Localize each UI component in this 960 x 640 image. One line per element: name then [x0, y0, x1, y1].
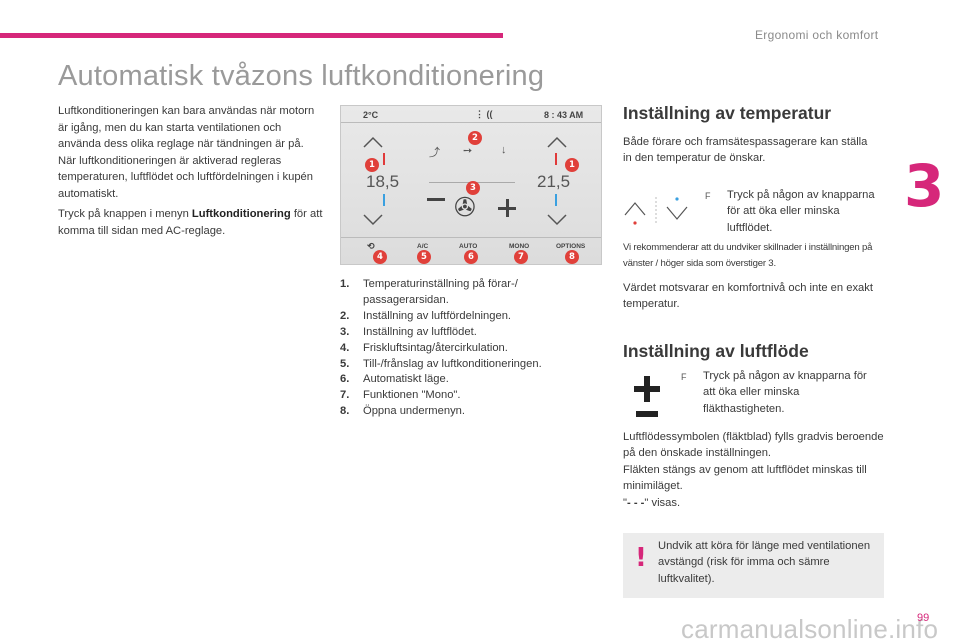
legend-item: 6. Automatiskt läge.: [340, 372, 600, 388]
legend-number: 5.: [340, 357, 350, 370]
right-temp-down-chevron-icon: [547, 214, 567, 226]
section-title: Ergonomi och komfort: [755, 28, 879, 42]
header-accent-bar: [0, 33, 503, 38]
minus-icon: [636, 411, 658, 417]
screen-clock: 8 : 43 AM: [544, 110, 584, 120]
legend-number: 4.: [340, 341, 350, 354]
legend-number: 3.: [340, 325, 350, 338]
distribution-windshield-icon: ⤴︎: [429, 147, 440, 159]
intro-text-pre: Tryck på knappen i menyn: [58, 208, 192, 220]
legend-number: 8.: [340, 405, 350, 418]
temperature-comfort-text: Värdet motsvarar en komfortnivå och inte…: [623, 282, 873, 311]
legend-item: 8. Öppna undermenyn.: [340, 404, 600, 420]
intro-block: Luftkonditioneringen kan bara användas n…: [58, 103, 323, 239]
climate-screen-illustration: 2°C ⋮ (( 8 : 43 AM 18,5 21,5 ⤴︎ ➙ ↓ ✇ ⟲ …: [340, 105, 602, 265]
legend-text: Till-/frånslag av luftkonditioneringen.: [363, 357, 542, 370]
auto-button-label: AUTO: [459, 243, 478, 250]
watermark: carmanualsonline.info: [681, 614, 939, 640]
legend-text: Inställning av luftfördelningen.: [363, 309, 512, 322]
legend-text: Automatiskt läge.: [363, 373, 449, 386]
callout-badge: 4: [373, 250, 387, 264]
quote-open: ": [623, 496, 627, 509]
left-temp-red-indicator: [383, 153, 385, 165]
mono-button-label: MONO: [509, 243, 530, 250]
outside-temp: 2°C: [363, 110, 379, 120]
legend-item: 1. Temperaturinställning på förar-/ passa…: [340, 277, 600, 309]
legend-item: 5. Till-/frånslag av luftkonditioneringen…: [340, 357, 600, 373]
screen-button-bar: ⟲ A/C AUTO MONO OPTIONS: [341, 237, 601, 266]
temperature-bullet: F Tryck på någon av knapparna för att ök…: [705, 187, 880, 236]
callout-legend: 1. Temperaturinställning på förar-/ passa…: [340, 277, 600, 420]
callout-badge: 8: [565, 250, 579, 264]
left-temp-blue-indicator: [383, 194, 385, 206]
left-temperature: 18,5: [366, 172, 400, 191]
callout-badge: 7: [514, 250, 528, 264]
menu-name: Luftkonditionering: [191, 208, 291, 220]
callout-badge: 1: [565, 158, 579, 172]
legend-number: 6.: [340, 373, 350, 386]
right-temp-up-chevron-icon: [547, 136, 567, 148]
ac-button-label: A/C: [417, 243, 429, 250]
intro-text-post: för att komma till sidan med AC-reglage.: [58, 208, 323, 237]
left-temp-up-chevron-icon: [363, 136, 383, 148]
bullet-arrow-icon: F: [681, 372, 687, 382]
legend-text: Inställning av luftflödet.: [363, 325, 477, 338]
warning-icon: !: [635, 543, 647, 573]
callout-badge: 6: [464, 250, 478, 264]
intro-paragraph-2: Tryck på knappen i menyn Luftkonditioner…: [58, 206, 323, 239]
temperature-bullet-text: Tryck på någon av knapparna för att öka …: [727, 189, 875, 234]
callout-badge: 1: [365, 158, 379, 172]
distribution-feet-icon: ↓: [501, 144, 507, 156]
options-button-label: OPTIONS: [556, 243, 586, 250]
legend-text: Öppna undermenyn.: [363, 405, 465, 418]
legend-text: Friskluftsintag/återcirkulation.: [363, 341, 508, 354]
bullet-arrow-icon: F: [705, 191, 711, 201]
legend-number: 7.: [340, 389, 350, 402]
airflow-bullet-text: Tryck på någon av knapparna för att öka …: [703, 370, 867, 415]
plus-icon: [634, 376, 660, 402]
temperature-note: Vi rekommenderar att du undviker skillna…: [623, 242, 873, 269]
legend-number: 2.: [340, 309, 350, 322]
right-temperature: 21,5: [537, 172, 571, 191]
recirculation-icon: ⟲: [367, 241, 375, 251]
airflow-bullet: F Tryck på någon av knapparna för att ök…: [681, 368, 881, 417]
signal-icon: ⋮ ((: [475, 109, 493, 119]
screen-status-bar: 2°C ⋮ (( 8 : 43 AM: [341, 106, 601, 123]
callout-badge: 2: [468, 131, 482, 145]
fan-icon: ✇: [454, 192, 476, 222]
temperature-chevrons-icon: [624, 197, 688, 225]
warning-box: ! Undvik att köra för länge med ventilat…: [623, 533, 884, 598]
fan-increase-icon-vertical: [505, 199, 509, 217]
callout-badge: 5: [417, 250, 431, 264]
legend-item: 3. Inställning av luftflödet.: [340, 325, 600, 341]
airflow-heading: Inställning av luftflöde: [623, 341, 809, 361]
chapter-number: 3: [904, 152, 945, 220]
legend-number: 1.: [340, 278, 350, 290]
warning-text: Undvik att köra för länge med ventilatio…: [658, 540, 871, 585]
airflow-text-2: Fläkten stängs av genom att luftflödet m…: [623, 463, 867, 493]
legend-text: Funktionen "Mono".: [363, 389, 461, 402]
intro-paragraph-1: Luftkonditioneringen kan bara användas n…: [58, 105, 315, 200]
page-number: 99: [917, 612, 930, 624]
airflow-text-1: Luftflödessymbolen (fläktblad) fylls gra…: [623, 431, 884, 460]
right-temp-red-indicator: [555, 153, 557, 165]
airflow-text-3: "- - -" visas.: [623, 495, 885, 511]
temperature-heading: Inställning av temperatur: [623, 103, 832, 123]
left-temp-down-chevron-icon: [363, 214, 383, 226]
temperature-intro: Både förare och framsätespassagerare kan…: [623, 136, 868, 165]
legend-text: Temperaturinställning på förar-/ passage…: [363, 278, 518, 306]
distribution-face-icon: ➙: [463, 145, 473, 157]
fan-decrease-icon: [427, 198, 445, 201]
callout-badge: 3: [466, 181, 480, 195]
airflow-description: Luftflödessymbolen (fläktblad) fylls gra…: [623, 429, 885, 511]
legend-item: 7. Funktionen "Mono".: [340, 388, 600, 404]
fan-off-display: - - -: [626, 496, 645, 509]
page-title: Automatisk tvåzons luftkonditionering: [58, 60, 545, 92]
legend-item: 2. Inställning av luftfördelningen.: [340, 309, 600, 325]
airflow-text-3-post: " visas.: [644, 496, 681, 509]
legend-item: 4. Friskluftsintag/återcirkulation.: [340, 341, 600, 357]
right-temp-blue-indicator: [555, 194, 557, 206]
